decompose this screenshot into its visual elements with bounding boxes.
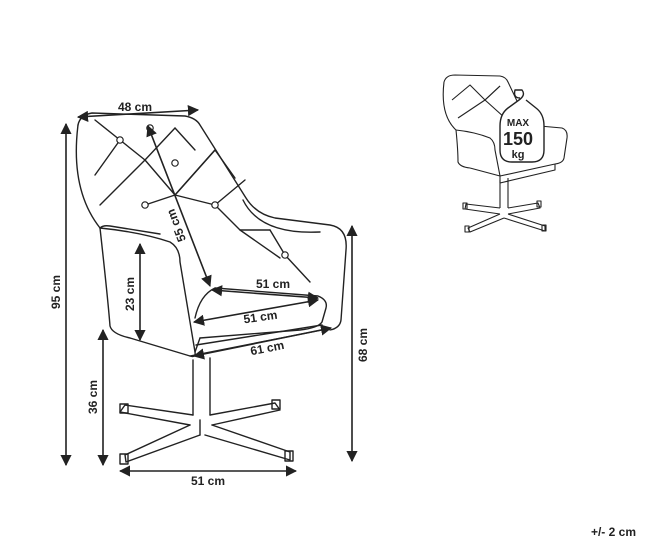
- badge-unit: kg: [512, 149, 525, 161]
- max-load-badge: MAX 150 kg: [499, 89, 545, 163]
- label-overall-depth: 61 cm: [249, 338, 285, 358]
- weight-icon: [499, 89, 545, 163]
- label-seat-width: 51 cm: [243, 308, 279, 327]
- label-arm-height: 68 cm: [356, 328, 370, 362]
- label-armrest-height: 23 cm: [123, 277, 137, 311]
- label-width-top: 48 cm: [118, 100, 152, 114]
- label-seat-depth: 51 cm: [256, 277, 290, 291]
- badge-max: MAX: [507, 118, 530, 129]
- label-total-height: 95 cm: [49, 275, 63, 309]
- label-base-width: 51 cm: [191, 474, 225, 488]
- tuft-buttons: [116, 124, 289, 259]
- main-chair-drawing: [75, 112, 347, 465]
- label-backrest-diagonal: 55 cm: [164, 207, 189, 244]
- badge-value: 150: [503, 129, 533, 149]
- label-seat-height: 36 cm: [86, 380, 100, 414]
- dimension-lines: [60, 104, 358, 477]
- tolerance-note: +/- 2 cm: [590, 525, 636, 539]
